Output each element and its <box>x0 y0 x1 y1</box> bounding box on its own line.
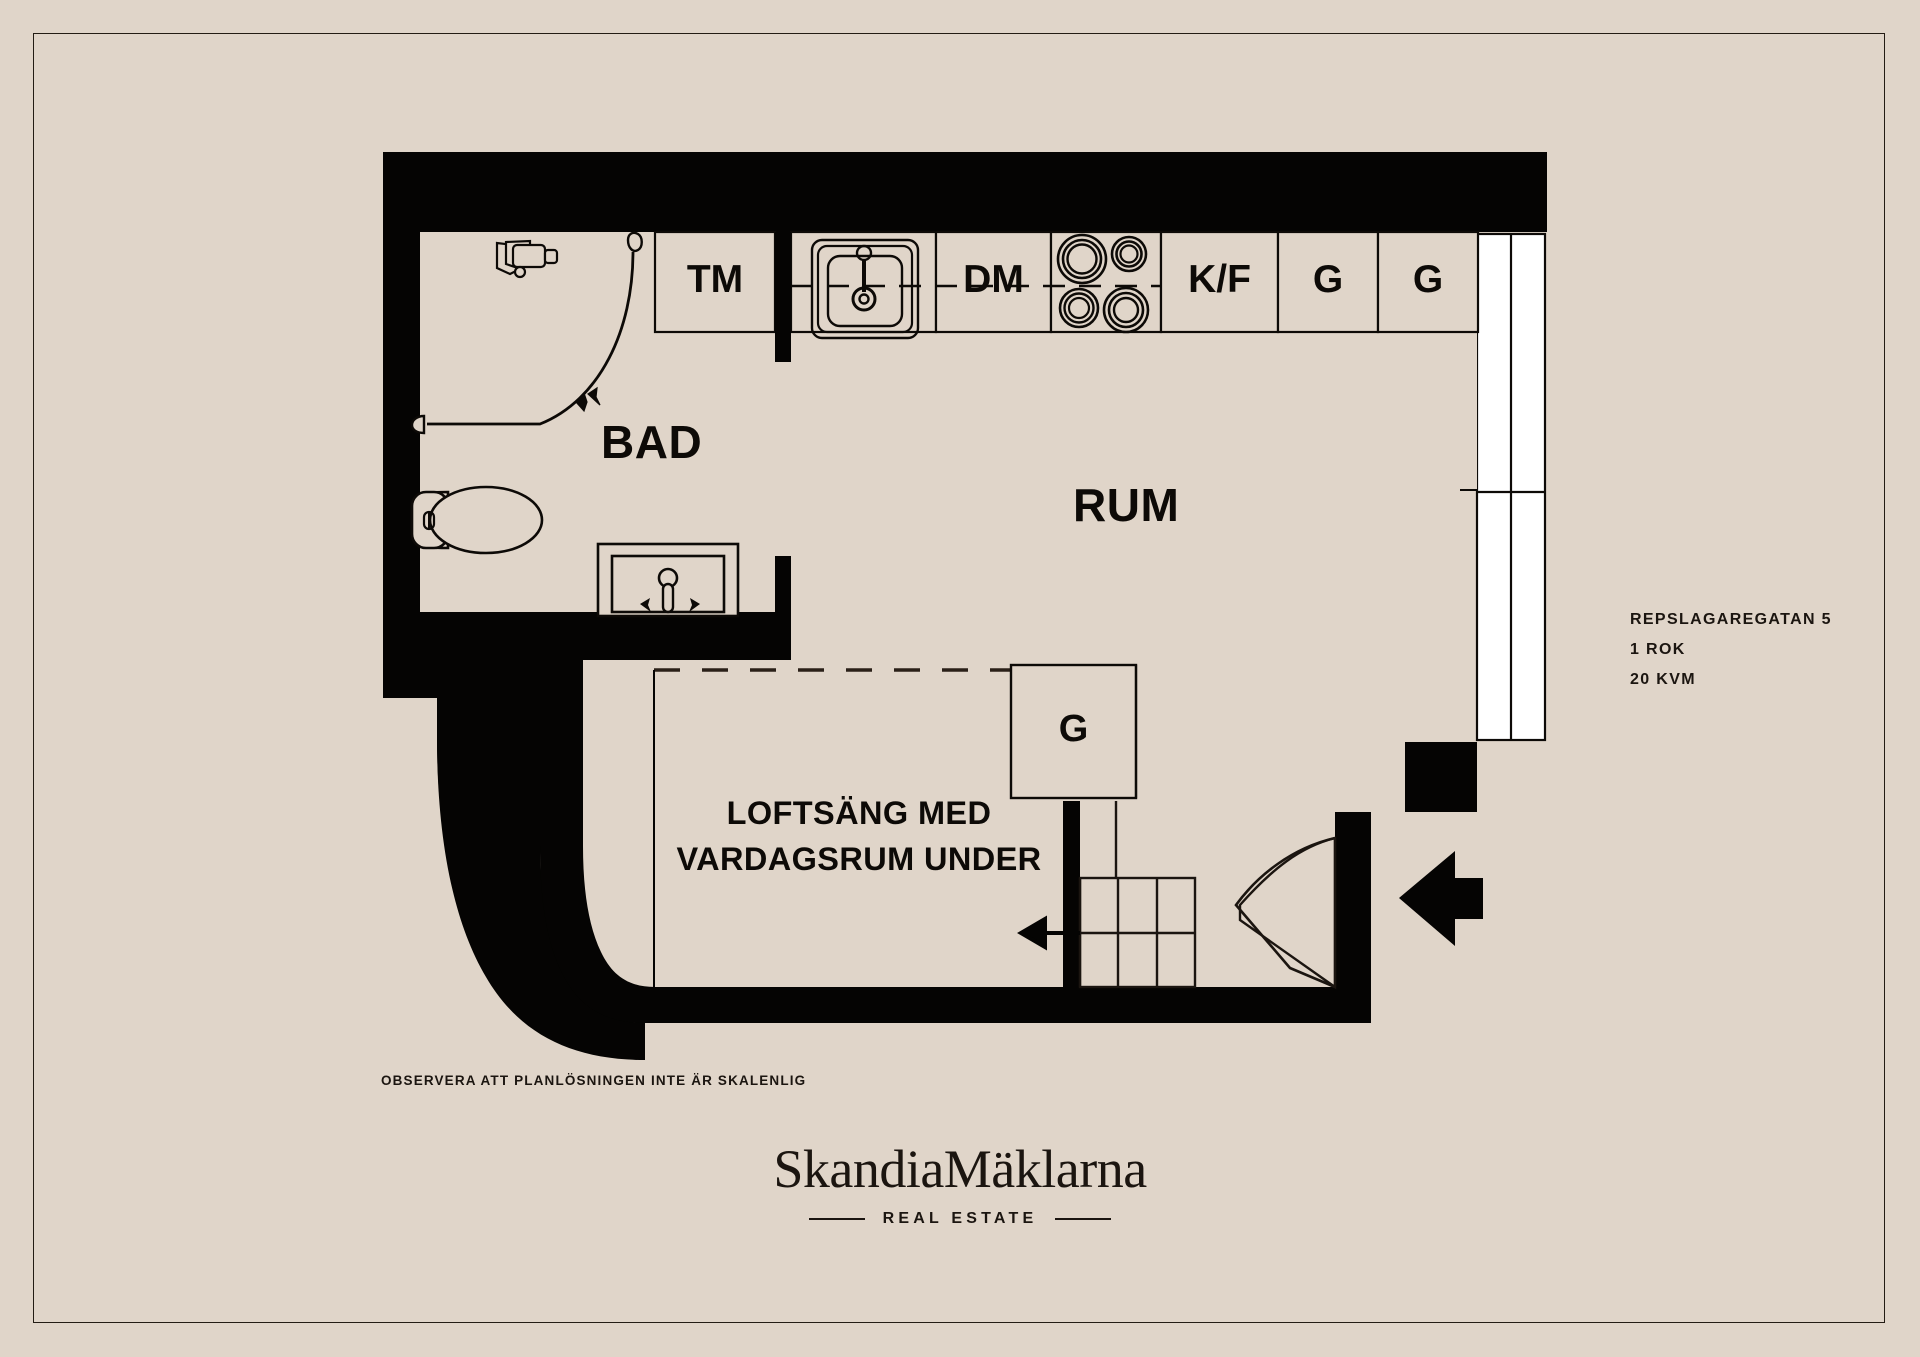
toilet-icon <box>410 485 544 555</box>
kitchen-sink-icon <box>810 238 920 340</box>
unit-g2-box <box>1376 230 1480 334</box>
brand-rule-right <box>1055 1218 1112 1220</box>
shower-head-icon <box>495 239 559 279</box>
wall-loft-partition <box>1063 801 1080 987</box>
shower-curtain-rail <box>410 231 643 435</box>
cooktop-icon <box>1056 233 1150 334</box>
property-info-block: REPSLAGAREGATAN 5 1 ROK 20 KVM <box>1630 605 1832 695</box>
washbasin-icon <box>596 542 740 618</box>
property-address: REPSLAGAREGATAN 5 <box>1630 611 1832 628</box>
room-label-rum: RUM <box>1073 479 1180 531</box>
unit-label-g3: G <box>1058 708 1089 750</box>
brand-tagline: REAL ESTATE <box>882 1210 1038 1227</box>
stairs-direction-arrow <box>1017 915 1080 951</box>
unit-label-g2: G <box>1412 258 1444 301</box>
wall-bath-bottom <box>383 612 791 660</box>
unit-label-dm: DM <box>963 258 1024 301</box>
entrance-door <box>1234 836 1337 990</box>
property-rooms: 1 ROK <box>1630 641 1686 658</box>
stairs-icon <box>1017 801 1197 989</box>
scale-disclaimer: OBSERVERA ATT PLANLÖSNINGEN INTE ÄR SKAL… <box>381 1073 807 1088</box>
entrance-arrow-icon <box>1399 851 1483 946</box>
unit-g3-box <box>1009 663 1138 800</box>
room-label-loft-line2: VARDAGSRUM UNDER <box>676 841 1042 877</box>
unit-label-g1: G <box>1312 258 1344 301</box>
room-label-loft: LOFTSÄNG MED VARDAGSRUM UNDER <box>659 790 1059 882</box>
unit-kf-box <box>1159 230 1280 334</box>
wall-pier-bath-right <box>775 232 791 362</box>
room-label-bad: BAD <box>601 416 703 468</box>
brand-name: SkandiaMäklarna <box>773 1139 1147 1199</box>
unit-label-kf: K/F <box>1188 258 1251 301</box>
wall-curve-inner-band <box>383 660 645 1060</box>
wall-interior-cutout <box>420 232 1475 987</box>
property-area: 20 KVM <box>1630 671 1696 688</box>
wall-bath-right <box>775 556 791 628</box>
brand-logo: SkandiaMäklarna REAL ESTATE <box>0 1140 1920 1228</box>
brand-tagline-row: REAL ESTATE <box>0 1210 1920 1228</box>
brand-rule-left <box>808 1218 865 1220</box>
unit-dm-box <box>934 230 1053 334</box>
window <box>1475 232 1547 742</box>
wall-curve-outer-relief <box>383 664 640 1060</box>
room-label-loft-line1: LOFTSÄNG MED <box>726 795 992 831</box>
unit-label-tm: TM <box>686 258 744 301</box>
